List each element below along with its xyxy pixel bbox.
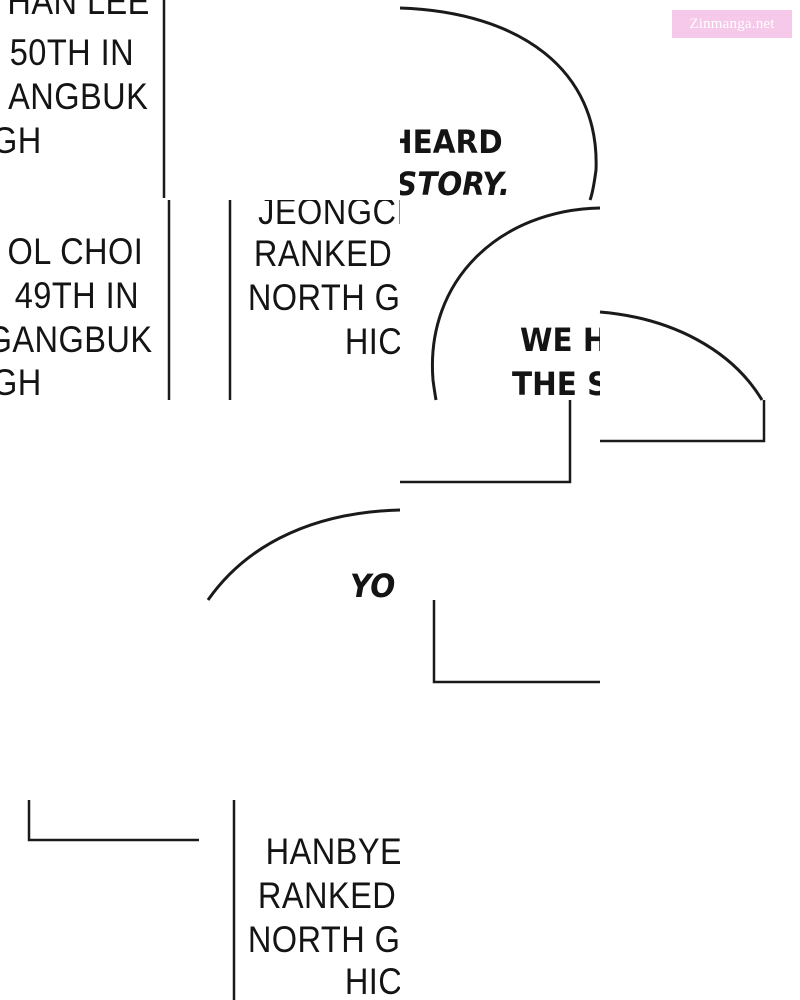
bubble-line: WE H bbox=[520, 321, 600, 359]
caption-tile-mid-center: JEONGCI RANKED NORTH G HIC bbox=[234, 200, 400, 400]
caption-line: HIC bbox=[344, 961, 400, 1000]
caption-line: NORTH G bbox=[247, 277, 400, 318]
bubble-line: HEARD bbox=[400, 123, 503, 161]
caption-line: RANKED bbox=[253, 233, 392, 274]
speech-bubble-arc-top bbox=[399, 6, 598, 201]
bubble-line: THE SU bbox=[512, 365, 600, 400]
caption-line: GH bbox=[0, 362, 42, 400]
caption-tile-mid-left: OL CHOI 49TH IN GANGBUK GH bbox=[0, 200, 165, 400]
caption-line: NORTH G bbox=[247, 919, 400, 960]
caption-line: OL CHOI bbox=[7, 231, 143, 272]
caption-line: JEONGCI bbox=[258, 200, 400, 232]
caption-tile-bottom-center: HANBYE RANKED NORTH G HIC bbox=[238, 800, 400, 1000]
speech-bubble-arc-middle bbox=[430, 206, 601, 401]
caption-line: ANGBUK bbox=[7, 76, 148, 117]
panel-corner-lower bbox=[432, 600, 600, 684]
bubble-line: STORY. bbox=[400, 165, 510, 200]
caption-tile-top-left: HAN LEE 50TH IN ANGBUK GH bbox=[0, 0, 160, 198]
bubble-line: YO bbox=[350, 567, 396, 600]
caption-line: RANKED bbox=[257, 875, 396, 916]
panel-corner-right bbox=[600, 400, 766, 443]
site-watermark: Zinmanga.net bbox=[672, 10, 792, 38]
speech-bubble-arc-right bbox=[599, 310, 764, 401]
panel-corner-bottom-left bbox=[27, 800, 199, 842]
caption-line: GH bbox=[0, 120, 42, 161]
caption-line: HIC bbox=[344, 321, 400, 362]
caption-line: 49TH IN bbox=[5, 275, 139, 316]
caption-line: GANGBUK bbox=[0, 319, 153, 360]
speech-bubble-text-bottom: YO bbox=[340, 560, 400, 600]
speech-bubble-arc-bottom bbox=[206, 508, 401, 601]
speech-bubble-text-middle: WE H THE SU bbox=[440, 312, 600, 400]
speech-bubble-text-top: HEARD STORY. bbox=[400, 110, 600, 200]
caption-line: HANBYE bbox=[265, 831, 400, 872]
panel-corner-middle bbox=[400, 400, 572, 484]
caption-line: HAN LEE bbox=[7, 0, 150, 22]
caption-line: 50TH IN bbox=[0, 32, 134, 73]
